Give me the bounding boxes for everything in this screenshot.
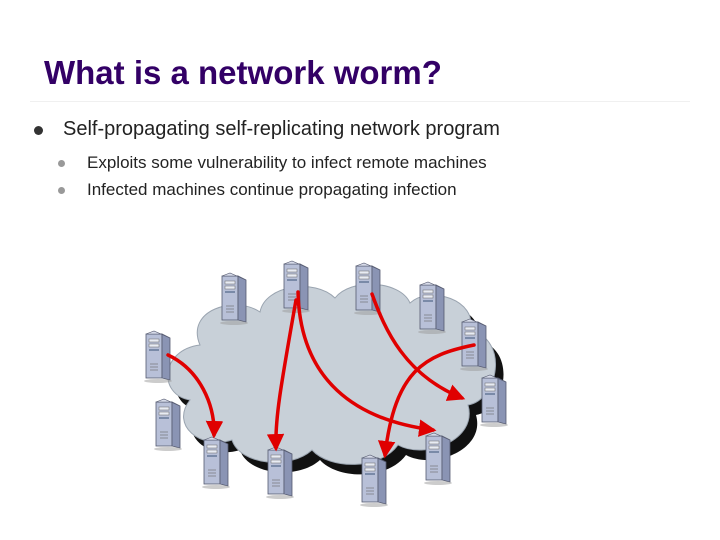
bullet-dot-icon bbox=[34, 126, 43, 135]
infection-arrow bbox=[377, 343, 476, 459]
server-icon bbox=[423, 432, 453, 486]
server-icon bbox=[417, 281, 447, 335]
infection-arrow bbox=[296, 290, 437, 437]
page-title: What is a network worm? bbox=[44, 54, 442, 91]
server-icon bbox=[479, 374, 509, 428]
title-divider bbox=[30, 101, 690, 102]
server-icon bbox=[219, 272, 249, 326]
infection-arrow bbox=[166, 353, 224, 439]
cloud-icon bbox=[167, 283, 496, 465]
infection-arrow bbox=[266, 298, 298, 452]
infection-arrow bbox=[370, 292, 466, 401]
server-icon bbox=[201, 436, 231, 490]
sub-bullet-text: Infected machines continue propagating i… bbox=[87, 180, 457, 199]
bullet-main: Self-propagating self-replicating networ… bbox=[34, 118, 500, 141]
server-icon bbox=[143, 330, 173, 384]
sub-bullet-exploits: Exploits some vulnerability to infect re… bbox=[58, 153, 487, 173]
server-icon bbox=[359, 454, 389, 508]
server-icon bbox=[265, 446, 295, 500]
sub-bullet-dot-icon bbox=[58, 187, 65, 194]
sub-bullet-propagating: Infected machines continue propagating i… bbox=[58, 180, 457, 200]
sub-bullet-text: Exploits some vulnerability to infect re… bbox=[87, 153, 487, 172]
bullet-main-text: Self-propagating self-replicating networ… bbox=[63, 118, 500, 140]
server-icon bbox=[153, 398, 183, 452]
sub-bullet-dot-icon bbox=[58, 160, 65, 167]
